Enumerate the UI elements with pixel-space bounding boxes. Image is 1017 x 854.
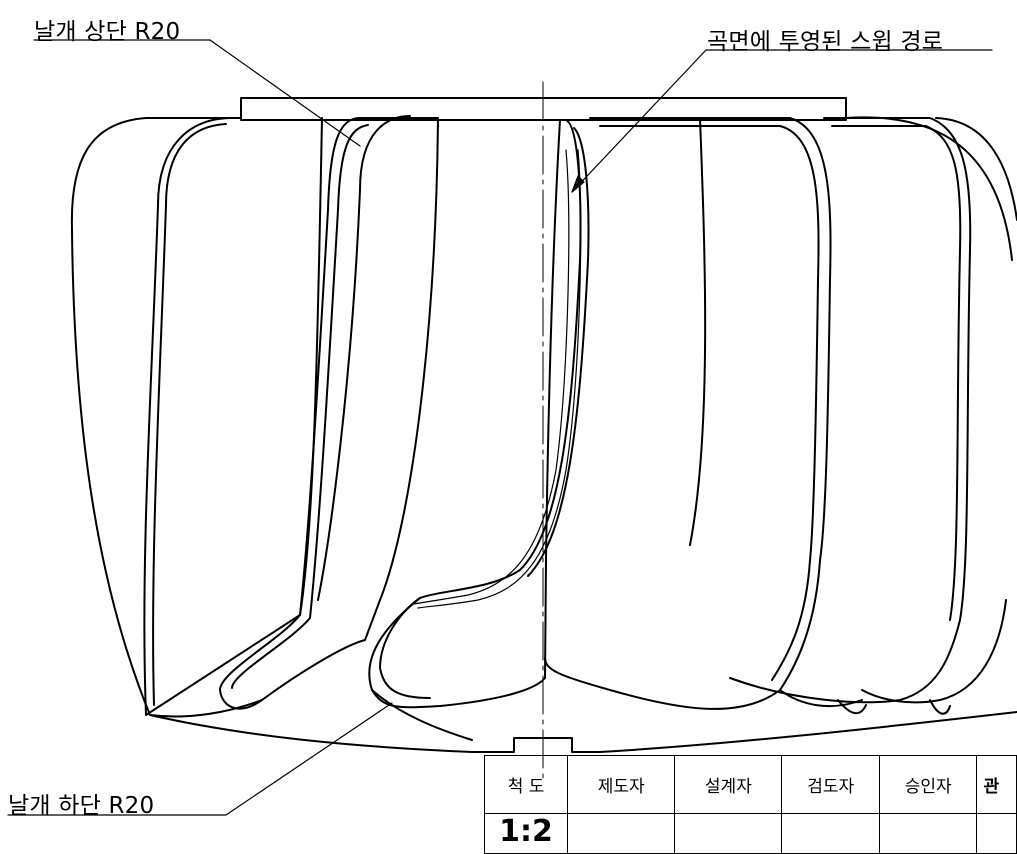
blade-6 [935,117,1017,221]
header-scale: 척 도 [483,755,569,814]
header-checker: 검도자 [781,755,880,814]
scale-value: 1:2 [483,813,569,854]
header-designer: 설계자 [674,755,783,814]
blade-top-label: 날개 상단 R20 [34,19,181,45]
blade-3 [368,119,582,709]
header-drafter: 제도자 [567,755,676,814]
blade-4 [544,117,832,710]
sweep-path-label: 곡면에 투영된 스윕 경로 [707,29,944,55]
blade-bottom-label: 날개 하단 R20 [8,793,155,819]
body-outline [70,117,1017,753]
blade-1 [143,117,323,716]
blade-2 [219,117,439,710]
title-block: 척 도 제도자 설계자 검도자 승인자 관 1:2 [483,755,1017,854]
technical-drawing [7,39,1017,816]
leader-blade-bottom [7,702,393,816]
header-cut: 관 [976,755,1017,814]
header-approver: 승인자 [878,755,978,814]
leader-sweep-path [571,49,993,193]
bottom-scallops [149,689,951,741]
blade-5 [729,117,972,704]
leader-blade-top [33,39,361,147]
